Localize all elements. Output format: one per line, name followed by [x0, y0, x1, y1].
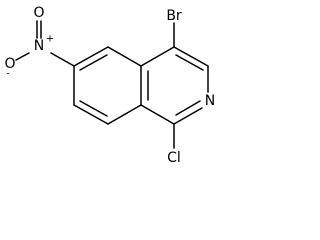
atom-labels: Br N Cl N + O O - [4, 5, 215, 166]
bond-c4a-c5 [107, 46, 142, 67]
bond-c5-c6-inner [79, 54, 108, 71]
bond-c4a-c4 [140, 46, 175, 67]
bond-lines [15, 20, 209, 149]
nitro-oxygen-top-label: O [33, 5, 44, 21]
bond-n-c1-inner [175, 100, 201, 116]
bromine-label: Br [166, 8, 182, 24]
nitro-oxygen-left-charge: - [6, 69, 10, 80]
bond-c8-c8a [107, 104, 142, 125]
bond-c7-c8-inner [79, 100, 108, 117]
bond-c6-nitro-n [50, 52, 75, 67]
bond-c4-c3-inner [175, 54, 204, 71]
ring-nitrogen-label: N [205, 93, 215, 109]
nitro-nitrogen-label: N [34, 38, 44, 54]
nitro-oxygen-left-label: O [4, 56, 15, 72]
nitro-nitrogen-charge: + [46, 34, 54, 45]
chemical-structure: Br N Cl N + O O - [4, 5, 215, 166]
bond-nitro-n-o-left [15, 52, 30, 61]
bond-n-c1 [173, 107, 203, 125]
bond-c5-c6 [73, 46, 109, 67]
bond-c1-c8a [140, 104, 175, 125]
chlorine-label: Cl [167, 150, 181, 166]
bond-c4-c3 [173, 46, 209, 67]
bond-c7-c8 [73, 104, 109, 125]
